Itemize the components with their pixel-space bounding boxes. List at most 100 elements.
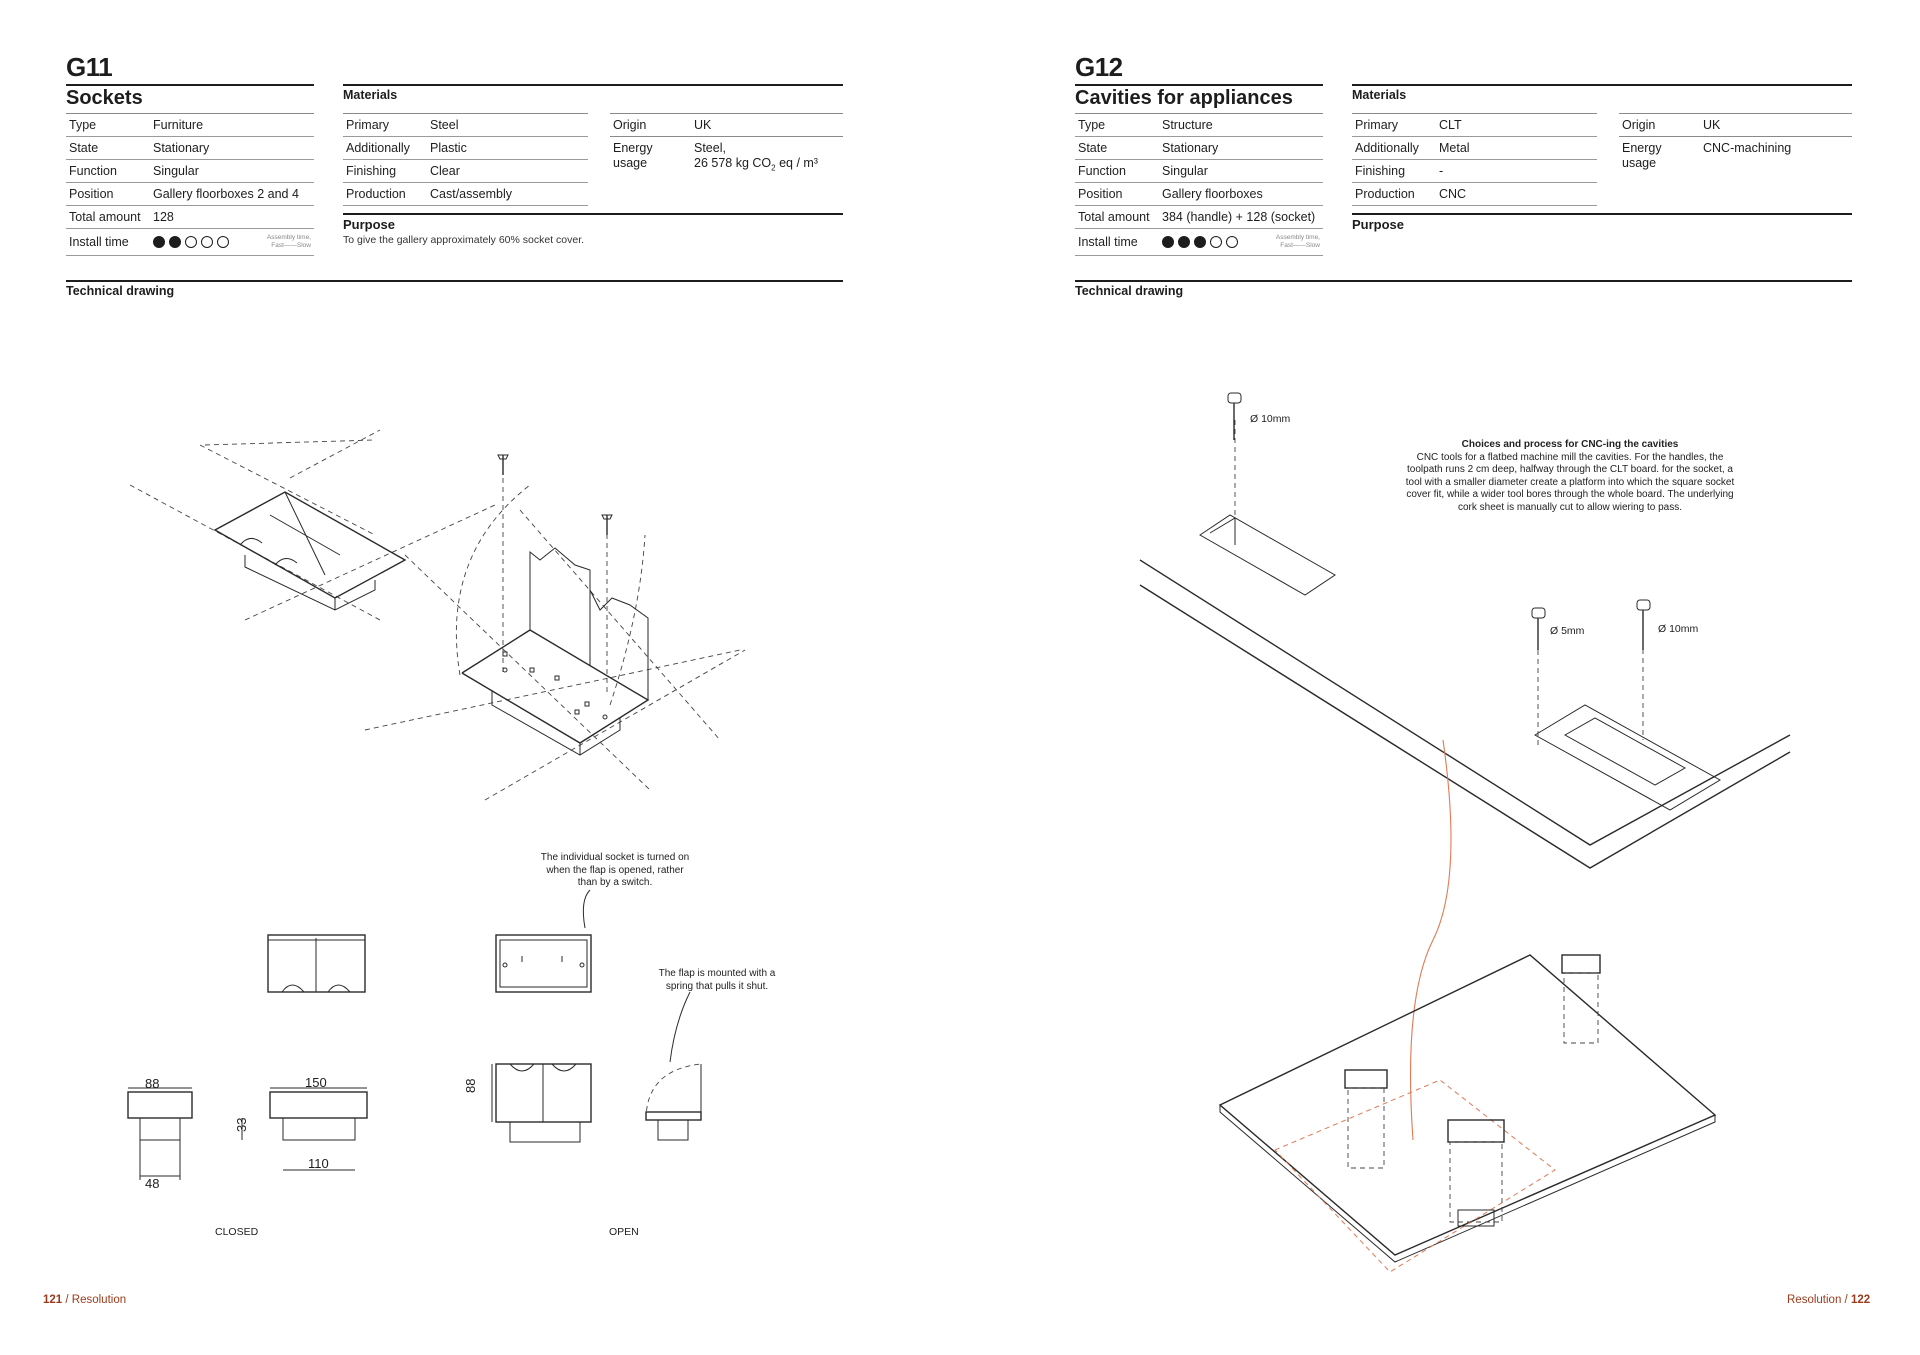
scale-bottom: Fast——Slow bbox=[271, 242, 311, 249]
install-dot bbox=[153, 235, 165, 248]
spec-value: Structure bbox=[1159, 114, 1323, 137]
material-key: Additionally bbox=[343, 136, 427, 160]
spec-key: Function bbox=[66, 159, 150, 183]
material-key: Production bbox=[343, 182, 427, 206]
right-section-name: Resolution bbox=[1787, 1294, 1842, 1306]
left-energy-value: Steel, 26 578 kg CO2 eq / m³ bbox=[694, 141, 818, 176]
left-code: G11 bbox=[66, 52, 113, 82]
left-title-rule bbox=[66, 84, 314, 86]
scale-bottom: Fast——Slow bbox=[1280, 242, 1320, 249]
right-materials-top-rule bbox=[1352, 113, 1597, 114]
install-time-dots bbox=[153, 234, 233, 248]
right-footer: Resolution / 122 bbox=[1787, 1294, 1871, 1306]
spec-key: State bbox=[1075, 136, 1159, 160]
spec-value: 384 (handle) + 128 (socket) bbox=[1159, 205, 1323, 229]
right-tech-label: Technical drawing bbox=[1075, 284, 1184, 298]
material-value: Steel bbox=[427, 114, 588, 137]
material-key: Finishing bbox=[343, 159, 427, 183]
iso-closed-socket-drawing bbox=[129, 429, 496, 621]
install-dot bbox=[201, 235, 213, 248]
dim-88-open: 88 bbox=[463, 1079, 478, 1093]
right-origin-label: Origin bbox=[1622, 118, 1656, 132]
iso-cnc-board-lower bbox=[1218, 954, 1717, 1273]
right-purpose-label: Purpose bbox=[1352, 217, 1405, 232]
material-value: Clear bbox=[427, 159, 588, 183]
install-row: Install time Assembly time,Fast——Slow bbox=[66, 228, 314, 256]
install-scale: Assembly time,Fast——Slow bbox=[1276, 234, 1320, 250]
dim-48: 48 bbox=[145, 1176, 159, 1191]
spec-value: Stationary bbox=[150, 136, 314, 160]
left-spec-top-rule bbox=[66, 113, 314, 114]
spec-value: Gallery floorboxes bbox=[1159, 182, 1323, 206]
material-value: Plastic bbox=[427, 136, 588, 160]
spec-value: Singular bbox=[150, 159, 314, 183]
dim-33: 33 bbox=[234, 1118, 249, 1132]
left-footer: 121 / Resolution bbox=[43, 1294, 127, 1306]
energy-value-line2: 26 578 kg CO bbox=[694, 156, 772, 170]
right-title-rule bbox=[1075, 84, 1323, 86]
closed-view-drawing: 88 48 150 33 110 bbox=[127, 934, 368, 1191]
iso-cnc-board-upper bbox=[1139, 392, 1791, 869]
material-value: CLT bbox=[1436, 114, 1597, 137]
spec-key: Type bbox=[1075, 114, 1159, 137]
scale-top: Assembly time, bbox=[1275, 234, 1320, 241]
iso-open-socket-drawing bbox=[364, 454, 746, 801]
dim-150: 150 bbox=[305, 1075, 327, 1090]
left-purpose-text: To give the gallery approximately 60% so… bbox=[343, 234, 585, 246]
left-materials-rule bbox=[343, 84, 843, 86]
right-spec-top-rule bbox=[1075, 113, 1323, 114]
right-energy-label: Energy usage bbox=[1622, 141, 1662, 170]
left-energy-label: Energy usage bbox=[613, 141, 653, 170]
dim-110: 110 bbox=[308, 1156, 329, 1171]
spec-value: Singular bbox=[1159, 159, 1323, 183]
left-tech-rule bbox=[66, 280, 843, 282]
spec-value: Gallery floorboxes 2 and 4 bbox=[150, 182, 314, 206]
material-key: Production bbox=[1352, 182, 1436, 206]
install-dot bbox=[1194, 235, 1206, 248]
connector-line bbox=[1409, 739, 1452, 1141]
install-row: Install time Assembly time,Fast——Slow bbox=[1075, 228, 1323, 256]
material-key: Primary bbox=[1352, 114, 1436, 137]
spec-key: Type bbox=[66, 114, 150, 137]
dia-label-2: Ø 5mm bbox=[1550, 625, 1585, 637]
energy-value-unit: eq / m³ bbox=[775, 156, 818, 170]
install-dot bbox=[185, 235, 197, 248]
right-title: Cavities for appliances bbox=[1075, 87, 1293, 109]
right-origin-top-rule bbox=[1619, 113, 1852, 114]
dim-88-closed: 88 bbox=[145, 1076, 159, 1091]
left-origin-label: Origin bbox=[613, 118, 647, 132]
dia-label-1: Ø 10mm bbox=[1250, 413, 1291, 425]
install-dot bbox=[1210, 235, 1222, 248]
open-view-drawing: 88 bbox=[463, 889, 702, 1143]
install-label: Install time bbox=[1075, 228, 1159, 256]
dia-label-3: Ø 10mm bbox=[1658, 623, 1699, 635]
install-dot bbox=[169, 235, 181, 248]
left-origin-top-rule bbox=[610, 113, 843, 114]
cnc-note-title: Choices and process for CNC-ing the cavi… bbox=[1461, 439, 1679, 450]
material-value: Cast/assembly bbox=[427, 182, 588, 206]
label-closed: CLOSED bbox=[215, 1226, 259, 1238]
right-origin-value: UK bbox=[1703, 118, 1721, 132]
right-purpose-rule bbox=[1352, 213, 1852, 215]
install-label: Install time bbox=[66, 228, 150, 256]
right-materials-label: Materials bbox=[1352, 88, 1407, 102]
spec-key: Total amount bbox=[66, 205, 150, 229]
material-key: Primary bbox=[343, 114, 427, 137]
right-energy-value: CNC-machining bbox=[1703, 141, 1792, 155]
material-value: Metal bbox=[1436, 136, 1597, 160]
right-origin-rule bbox=[1619, 136, 1852, 137]
energy-value-line1: Steel, bbox=[694, 141, 726, 155]
